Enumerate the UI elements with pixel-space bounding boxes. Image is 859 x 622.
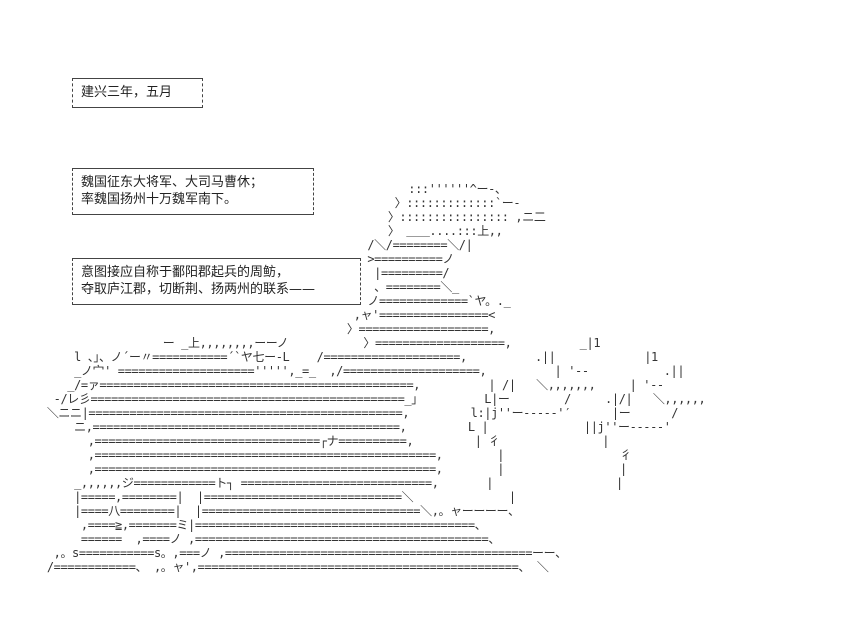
ascii-art-line: ー _上,,,,,,,,ーーノ 〉===================, _|… <box>162 336 601 350</box>
ascii-art-line: ,ャ'================< <box>353 308 496 322</box>
ascii-art-line: ニ,======================================… <box>74 420 671 434</box>
ascii-art-line: ,=======================================… <box>87 448 632 462</box>
ascii-art-line: l 、」、ノ´ー〃===========´`ヤ七ー-L /===========… <box>74 350 658 364</box>
ascii-art-line: _,,,,,,ジ============ト┐ =================… <box>74 476 623 490</box>
ascii-art-line: ====== ,====ノ ,=========================… <box>80 532 500 546</box>
ascii-art-line: |====八========| |=======================… <box>74 504 520 518</box>
caption-date: 建兴三年，五月 <box>81 85 173 100</box>
ascii-art-line: ,。s===========s。,===ノ ,=================… <box>53 546 567 560</box>
ascii-art-line: 、========＼_ <box>374 280 459 294</box>
ascii-art-line: _/=ァ====================================… <box>67 378 664 392</box>
ascii-art-line: 〉:::::::::::::::: ,ニ二 <box>387 210 546 224</box>
caption-line: 意图接应自称于鄱阳郡起兵的周鲂， <box>81 265 290 280</box>
ascii-art-line: |=========/ <box>374 266 450 280</box>
ascii-art-line: >==========ノ <box>367 252 455 266</box>
caption-box-date: 建兴三年，五月 <box>72 78 203 108</box>
ascii-art-line: ,=================================┌ナ====… <box>87 434 610 448</box>
caption-line: 魏国征东大将军、大司马曹休； <box>81 175 264 190</box>
ascii-art-line: ＼ニニ|====================================… <box>46 406 679 420</box>
caption-box-objective: 意图接应自称于鄱阳郡起兵的周鲂， 夺取庐江郡，切断荆、扬两州的联系—— <box>72 258 361 305</box>
ascii-art-line: |=====,========| |======================… <box>74 490 516 504</box>
ascii-art-line: 〉:::::::::::::`ー- <box>394 196 521 210</box>
ascii-art-line: 〉 ＿＿....:::上,, <box>387 224 503 238</box>
ascii-art-line: ,====≧,=======ミ|========================… <box>80 518 487 532</box>
caption-line: 率魏国扬州十万魏军南下。 <box>81 192 238 207</box>
ascii-art-line: /============、 ,。ャ',====================… <box>46 560 549 574</box>
ascii-art-line: ,=======================================… <box>87 462 628 476</box>
ascii-art-line: 〉===================, <box>346 322 495 336</box>
ascii-art-line: /＼/========＼/| <box>367 238 473 252</box>
caption-line: 夺取庐江郡，切断荆、扬两州的联系—— <box>81 282 316 297</box>
ascii-art-line: _ノ宀' ====================''''',_=_ ,/===… <box>74 364 685 378</box>
ascii-art-line: :::''''''^ー-、 <box>408 182 507 196</box>
caption-box-army: 魏国征东大将军、大司马曹休； 率魏国扬州十万魏军南下。 <box>72 168 314 215</box>
ascii-art-line: -/レ彡====================================… <box>53 392 706 406</box>
ascii-art-line: ノ=============`ヤ。._ <box>367 294 511 308</box>
